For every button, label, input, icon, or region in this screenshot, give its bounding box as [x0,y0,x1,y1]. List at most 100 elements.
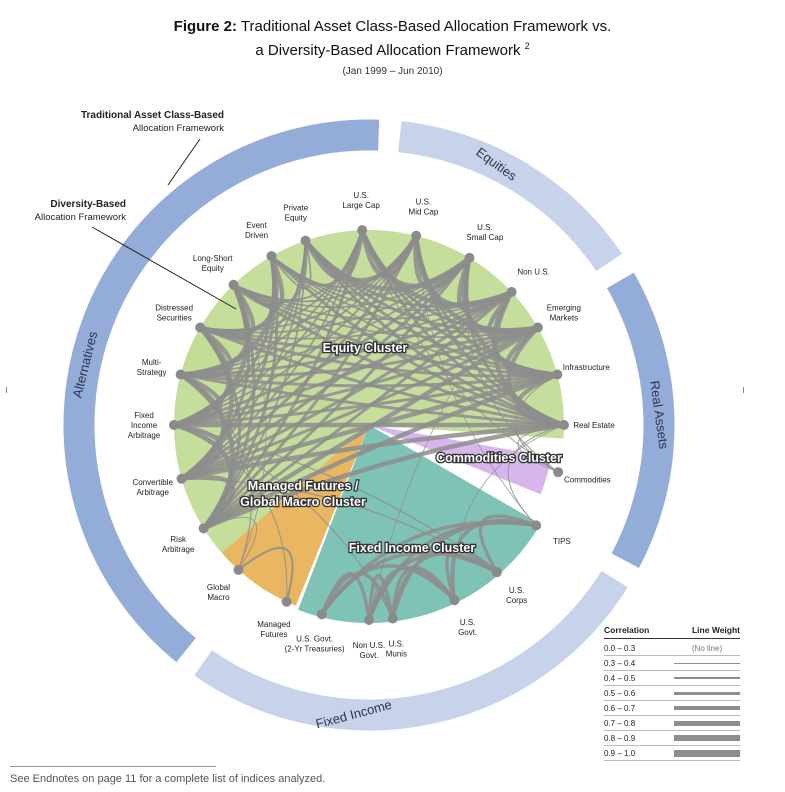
node-12 [387,613,398,624]
node-label-14-line-1: (2-Yr Treasuries) [285,644,345,653]
node-label-0-line-0: Private [283,203,308,212]
node-label-10-line-1: Corps [506,596,527,605]
node-label-7: Real Estate [573,421,615,430]
node-17 [198,523,209,534]
node-2 [411,230,422,241]
edge-marker-left [6,387,7,393]
link-10-19 [173,424,498,573]
node-label-4: Non U.S. [517,268,549,277]
diversity-framework-subtitle: Allocation Framework [35,212,127,223]
node-9 [531,520,542,531]
managed-futures-label-line2: Global Macro Cluster [240,495,366,509]
node-6 [552,369,563,380]
link-5-23 [270,255,539,334]
link-8-1 [361,229,559,473]
figure-title: Figure 2: Traditional Asset Class-Based … [0,18,785,35]
legend-weight-sample [674,677,740,679]
node-label-20-line-0: Multi- [142,358,162,367]
ring-segment-equities [397,120,624,273]
link-19-20 [171,372,223,428]
node-label-13: Non U.S.Govt. [353,641,385,660]
node-label-3: U.S.Small Cap [466,223,503,242]
traditional-callout-line [167,138,201,186]
link-10-11 [445,546,499,603]
node-label-1: U.S.Large Cap [342,191,380,210]
legend-weight-line [674,691,740,695]
node-label-19-line-1: Income [131,421,158,430]
link-16-20 [180,373,252,571]
asset-nodes [169,225,569,625]
legend-row: 0.5 – 0.6 [604,686,740,701]
node-label-17-line-0: Risk [170,535,187,544]
ring-segment-alternatives [62,118,381,664]
link-7-17 [201,422,567,531]
node-label-18-line-0: Convertible [132,478,173,487]
node-13 [364,615,374,625]
node-14 [316,609,327,620]
node-22 [228,279,239,290]
node-label-2-line-0: U.S. [416,198,432,207]
link-6-23 [270,255,559,376]
legend-weight-line [674,735,740,741]
node-label-21-line-0: Distressed [155,304,193,313]
node-label-10-line-0: U.S. [509,586,525,595]
legend-row: 0.3 – 0.4 [604,656,740,671]
edge-marker-right [743,387,744,393]
diversity-callout-line [91,226,237,310]
link-15-16 [237,546,294,603]
figure-number: Figure 2: [173,18,237,35]
node-4 [506,287,517,298]
node-label-2: U.S.Mid Cap [409,198,439,217]
ring-segment-real-assets [605,271,676,570]
node-label-6-line-0: Infrastructure [563,363,611,372]
node-label-14-line-0: U.S. Govt. [296,634,333,643]
figure-title-line2-text: a Diversity-Based Allocation Framework [255,42,521,59]
link-4-22 [232,283,513,321]
legend-row: 0.7 – 0.8 [604,716,740,731]
legend-range: 0.9 – 1.0 [604,748,636,758]
link-22-23 [231,253,285,309]
legend-no-line-note: (No line) [691,643,723,653]
link-21-23 [197,253,279,335]
node-label-20: Multi-Strategy [137,358,167,377]
legend-row: 0.4 – 0.5 [604,671,740,686]
node-label-12: U.S.Munis [386,639,407,658]
legend-weight-sample: (No line) [674,644,740,653]
link-4-17 [202,290,514,530]
node-label-6: Infrastructure [563,363,611,372]
link-13-4 [368,291,513,621]
node-7 [559,420,569,430]
node-1 [357,225,368,236]
node-label-17-line-1: Arbitrage [162,545,195,554]
node-0 [300,235,311,246]
node-label-22-line-0: Long-Short [193,254,233,263]
node-label-19-line-0: Fixed [134,411,154,420]
date-range: (Jan 1999 – Jun 2010) [342,66,443,77]
link-13-14 [320,572,371,622]
node-label-0-line-1: Equity [285,213,307,222]
legend-range: 0.0 – 0.3 [604,643,636,653]
line-weight-legend: Correlation Line Weight 0.0 – 0.3(No lin… [604,625,740,761]
legend-range: 0.8 – 0.9 [604,733,636,743]
link-20-21 [178,325,234,379]
node-label-18-line-1: Arbitrage [136,488,169,497]
node-label-12-line-0: U.S. [389,639,405,648]
framework-callouts: Traditional Asset Class-BasedAllocation … [35,110,237,310]
node-19 [169,420,179,430]
legend-weight-line [674,706,740,710]
legend-weight-line [674,662,740,664]
link-8-3 [465,257,559,473]
node-23 [266,251,277,262]
link-4-23 [270,255,513,312]
node-label-1-line-1: Large Cap [342,201,380,210]
node-label-7-line-0: Real Estate [573,421,615,430]
